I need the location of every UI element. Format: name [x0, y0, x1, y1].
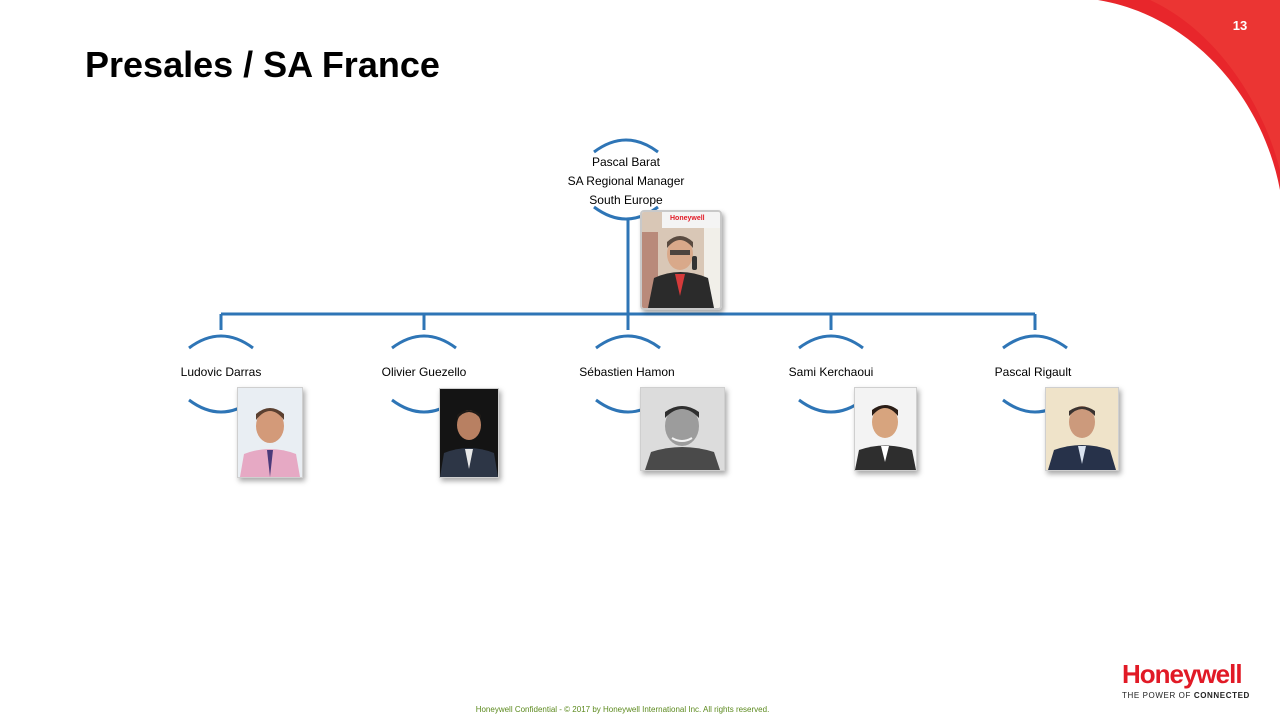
report-name-1: Ludovic Darras — [180, 365, 262, 379]
report-photo-3 — [640, 387, 725, 471]
manager-name: Pascal Barat — [591, 155, 661, 169]
logo-wordmark: Honeywell — [1122, 659, 1243, 689]
honeywell-logo: Honeywell THE POWER OF CONNECTED — [1122, 660, 1262, 700]
honeywell-badge: Honeywell — [670, 215, 705, 222]
report-name-4: Sami Kerchaoui — [788, 365, 874, 379]
manager-photo: Honeywell — [640, 210, 722, 310]
report-name-5: Pascal Rigault — [994, 365, 1072, 379]
footer-confidential: Honeywell Confidential - © 2017 by Honey… — [475, 705, 770, 714]
page-title: Presales / SA France — [85, 44, 440, 85]
report-photo-5 — [1045, 387, 1119, 471]
report-photo-2 — [439, 388, 499, 478]
manager-node: Pascal Barat SA Regional Manager South E… — [546, 153, 706, 210]
report-photo-4 — [854, 387, 917, 471]
manager-title: SA Regional Manager — [567, 174, 685, 188]
logo-tagline-prefix: THE POWER OF — [1122, 691, 1194, 700]
manager-region: South Europe — [589, 193, 663, 207]
logo-tagline: THE POWER OF CONNECTED — [1122, 691, 1262, 700]
report-name-3: Sébastien Hamon — [579, 365, 675, 379]
page-number: 13 — [1232, 18, 1248, 33]
report-photo-1 — [237, 387, 303, 478]
logo-tagline-bold: CONNECTED — [1193, 691, 1250, 700]
report-name-2: Olivier Guezello — [381, 365, 467, 379]
